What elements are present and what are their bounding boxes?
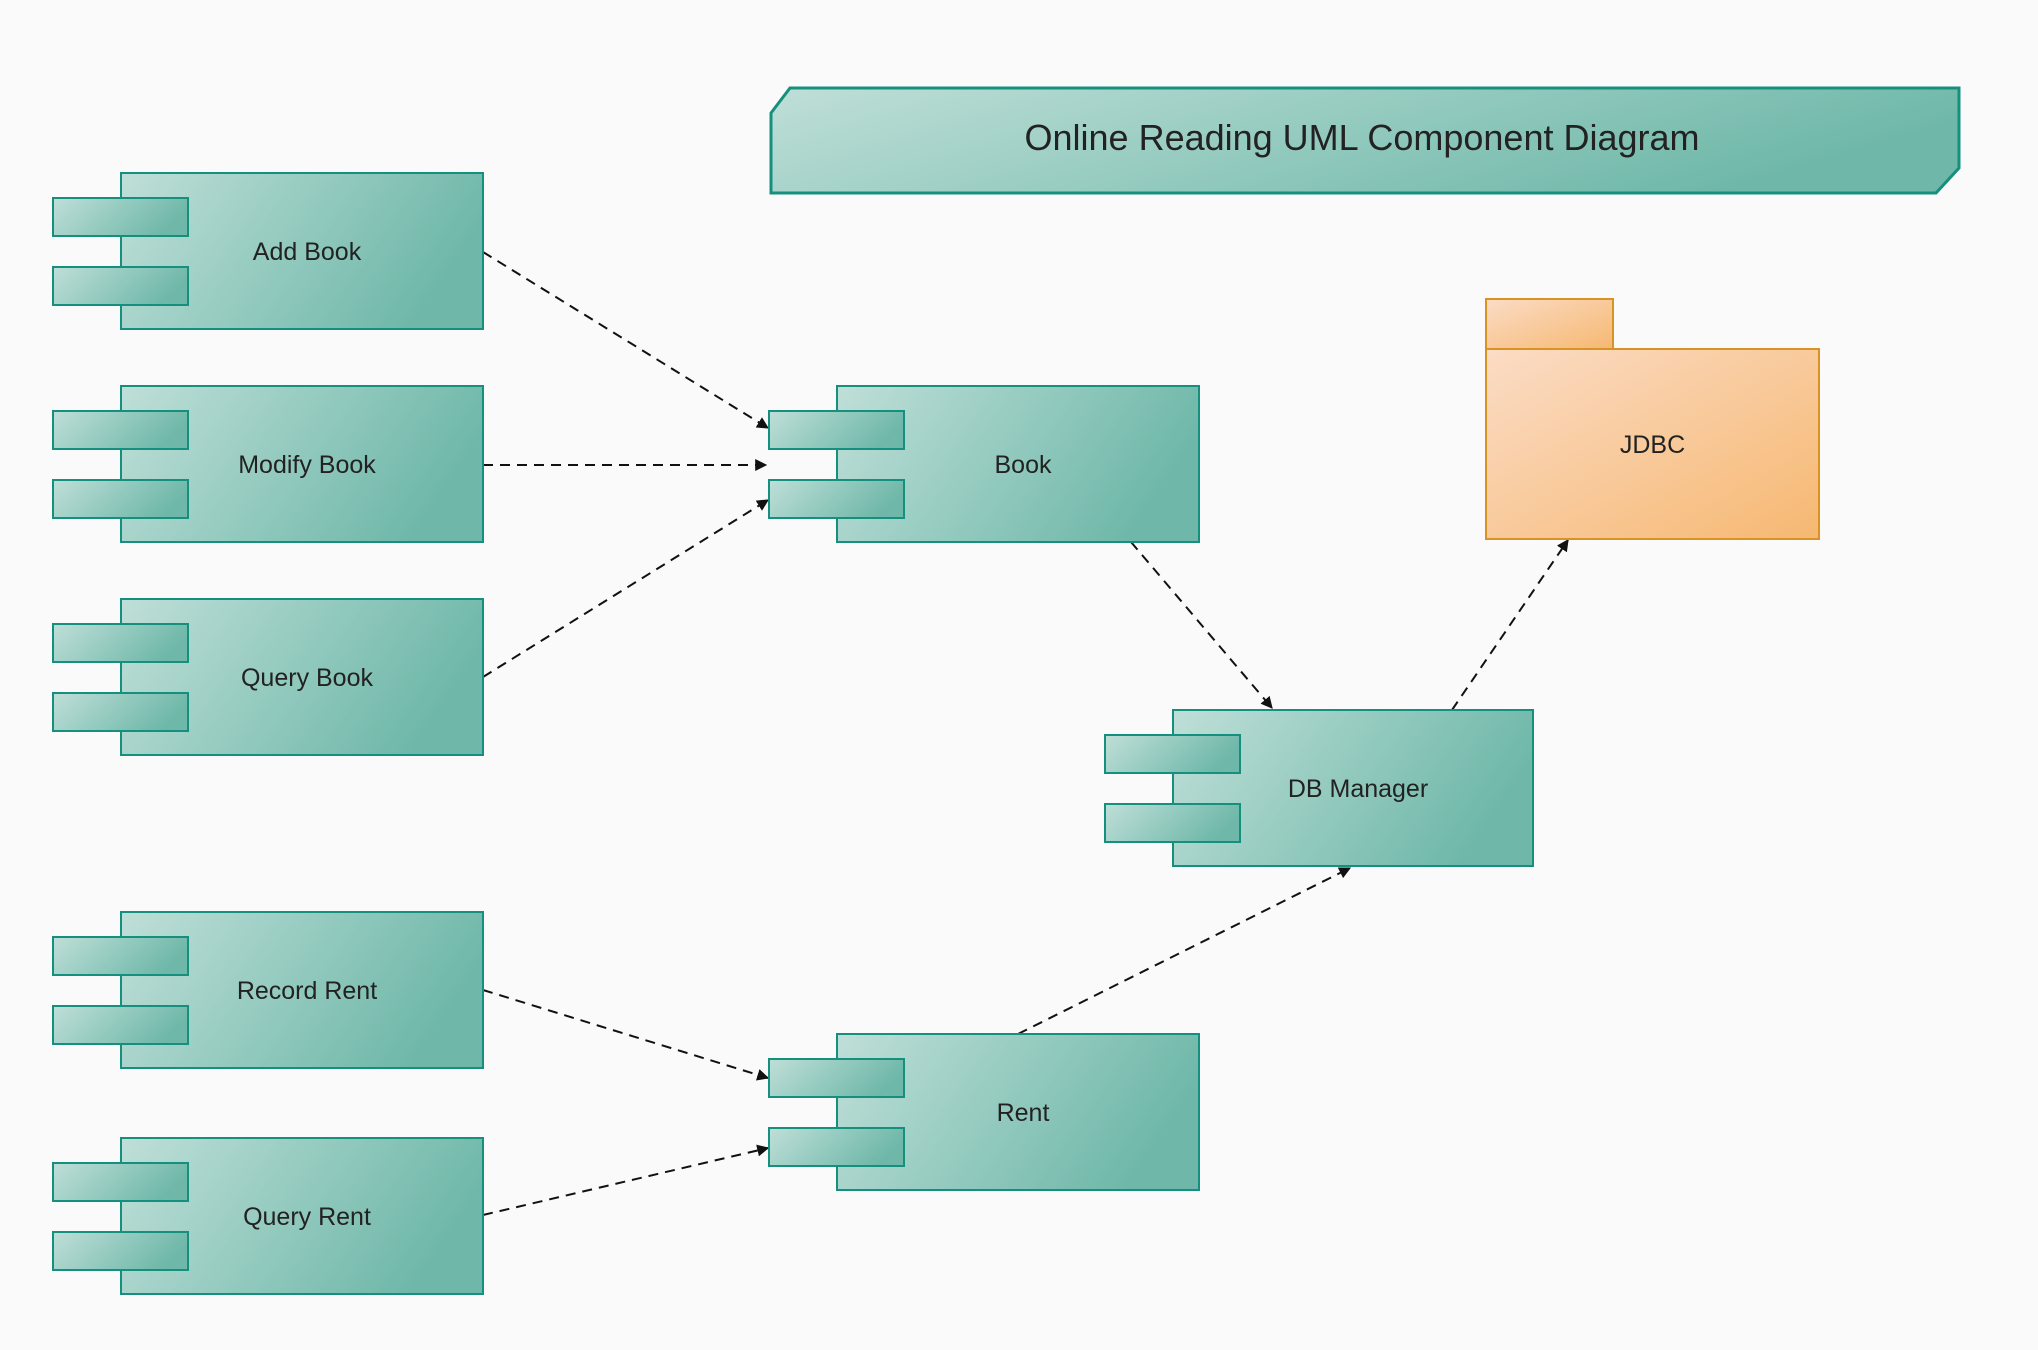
dependency-rent-to-db-manager xyxy=(1017,867,1352,1035)
component-label: Record Rent xyxy=(237,977,377,1005)
component-label: DB Manager xyxy=(1288,775,1428,803)
dependency-db-manager-to-jdbc xyxy=(1451,539,1569,711)
component-port-icon xyxy=(1104,803,1241,843)
dependency-edges xyxy=(482,251,1569,1216)
package-body xyxy=(1485,348,1820,540)
component-port-icon xyxy=(52,1162,189,1202)
component-port-icon xyxy=(1104,734,1241,774)
component-query-book[interactable]: Query Book xyxy=(52,598,484,756)
package-jdbc[interactable]: JDBC xyxy=(1485,298,1820,540)
component-record-rent[interactable]: Record Rent xyxy=(52,911,484,1069)
diagram-title-box: Online Reading UML Component Diagram xyxy=(769,86,1961,195)
package-label: JDBC xyxy=(1620,431,1685,459)
dependency-record-rent-to-rent xyxy=(482,989,770,1081)
component-label: Modify Book xyxy=(238,451,376,479)
component-label: Query Book xyxy=(241,664,374,692)
dependency-query-book-to-book xyxy=(482,499,770,678)
component-port-icon xyxy=(52,936,189,976)
component-label: Book xyxy=(995,451,1052,479)
component-port-icon xyxy=(52,479,189,519)
component-port-icon xyxy=(52,623,189,663)
package-tab xyxy=(1485,298,1614,350)
component-label: Add Book xyxy=(253,238,362,266)
component-port-icon xyxy=(52,1231,189,1271)
component-port-icon xyxy=(768,1127,905,1167)
component-port-icon xyxy=(52,197,189,237)
component-port-icon xyxy=(52,410,189,450)
component-port-icon xyxy=(768,479,905,519)
component-port-icon xyxy=(52,1005,189,1045)
component-add-book[interactable]: Add Book xyxy=(52,172,484,330)
component-label: Rent xyxy=(997,1099,1050,1127)
component-port-icon xyxy=(52,266,189,306)
component-book[interactable]: Book xyxy=(768,385,1200,543)
component-port-icon xyxy=(52,692,189,732)
component-port-icon xyxy=(768,1058,905,1098)
dependency-query-rent-to-rent xyxy=(482,1144,770,1216)
component-port-icon xyxy=(768,410,905,450)
component-rent[interactable]: Rent xyxy=(768,1033,1200,1191)
dependency-book-to-db-manager xyxy=(1130,541,1273,709)
component-modify-book[interactable]: Modify Book xyxy=(52,385,484,543)
diagram-title: Online Reading UML Component Diagram xyxy=(1025,117,1700,158)
component-label: Query Rent xyxy=(243,1203,371,1231)
dependency-add-book-to-book xyxy=(482,251,770,429)
component-db-manager[interactable]: DB Manager xyxy=(1104,709,1534,867)
component-query-rent[interactable]: Query Rent xyxy=(52,1137,484,1295)
